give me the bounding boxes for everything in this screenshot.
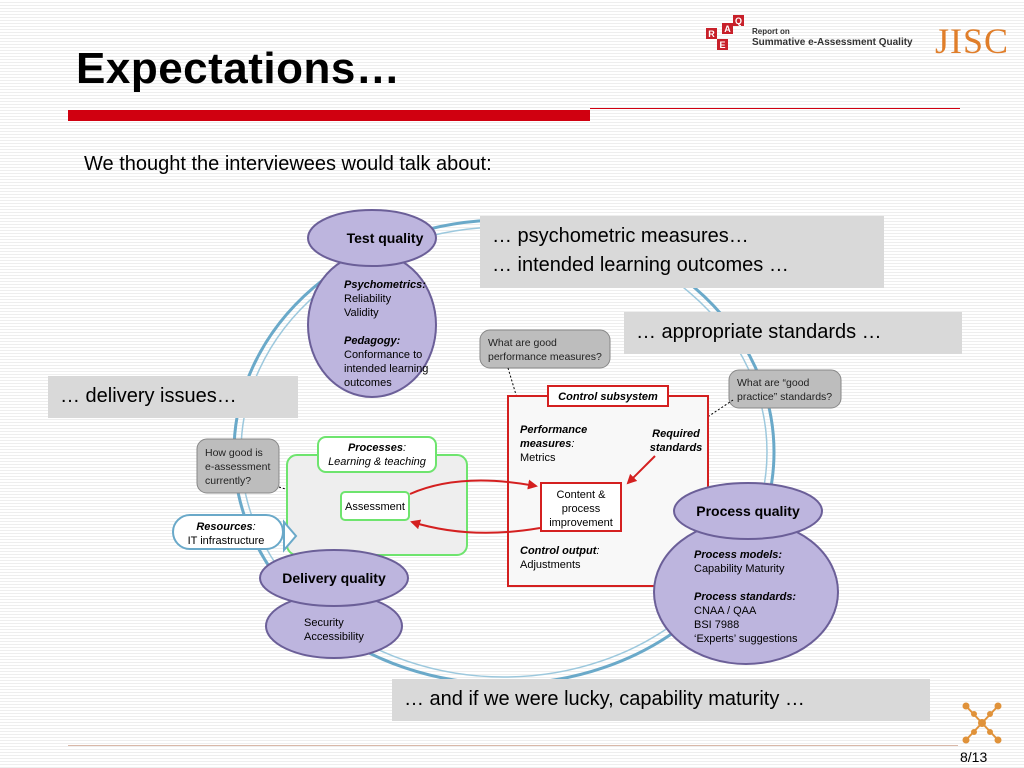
content-improvement-line-3: improvement (549, 517, 613, 529)
content-improvement-line-1: Content & (557, 489, 607, 501)
slide-title: Expectations… (76, 44, 401, 93)
capability-maturity-label: Capability Maturity (694, 563, 785, 575)
required-standards-arrow (626, 455, 656, 485)
performance-measures-line-1: Performance (520, 424, 587, 436)
bsi-7988-label: BSI 7988 (694, 619, 739, 631)
logo-letter-r: R (708, 29, 715, 39)
delivery-quality-node (259, 549, 409, 607)
resources-pill (172, 514, 284, 550)
logo-letter-e: E (719, 40, 725, 50)
reliability-label: Reliability (344, 293, 392, 305)
required-standards-line-2: standards (650, 442, 703, 454)
control-output-colon: : (596, 545, 599, 557)
test-quality-node (307, 209, 437, 267)
jisc-logo: JISC (935, 21, 1010, 61)
resources-heading: Resources: (196, 521, 255, 533)
question-standards-line-1: What are “good (737, 377, 810, 389)
assessment-box (340, 491, 410, 521)
reaq-logo: R E A Q Report on Summative e-Assessment… (700, 14, 930, 54)
question-performance-bubble (479, 329, 611, 369)
required-standards-line-1: Required (652, 428, 700, 440)
performance-measures-line-2: measures: (520, 438, 574, 450)
assessment-label: Assessment (345, 501, 405, 513)
logo-letter-q: Q (735, 16, 742, 26)
test-quality-body (307, 252, 437, 398)
slide-subtitle: We thought the interviewees would talk a… (84, 153, 492, 175)
content-improvement-box (540, 482, 622, 532)
question-current-line-1: How good is (205, 447, 263, 459)
title-underline (68, 110, 590, 121)
page-number: 8/13 (960, 749, 988, 765)
pedagogy-heading: Pedagogy: (344, 335, 401, 347)
performance-measures-colon: : (571, 438, 574, 450)
callout-psychometric: … psychometric measures… … intended lear… (480, 216, 884, 288)
resources-arrow-icon (283, 519, 298, 553)
resources-word: Resources (196, 521, 252, 533)
process-models-heading: Process models: (694, 549, 782, 561)
question-performance-line-1: What are good (488, 337, 557, 349)
network-star-icon (962, 702, 1002, 744)
question-standards-line-2: practice” standards? (737, 391, 832, 403)
report-line-2: Summative e-Assessment Quality (752, 37, 913, 48)
question-performance-line-2: performance measures? (488, 351, 602, 363)
callout-delivery: … delivery issues… (48, 376, 298, 418)
callout-psychometric-line-1: … psychometric measures… (492, 225, 749, 247)
process-quality-node (673, 482, 823, 540)
callout-psychometric-line-2: … intended learning outcomes … (492, 254, 789, 276)
processes-heading: Processes: (348, 442, 406, 454)
question-current-bubble (196, 438, 280, 494)
security-label: Security (304, 617, 344, 629)
processes-label-box (317, 436, 437, 473)
cnaa-qaa-label: CNAA / QAA (694, 605, 757, 617)
title-thin-rule (590, 108, 960, 109)
pedagogy-line-3: outcomes (344, 377, 392, 389)
adjustments-label: Adjustments (520, 559, 581, 571)
pedagogy-line-2: intended learning (344, 363, 428, 375)
content-improvement-line-2: process (562, 503, 601, 515)
experts-suggestions-label: ‘Experts’ suggestions (694, 633, 798, 645)
control-subsystem-tab (547, 385, 669, 407)
control-output-word: Control output (520, 545, 598, 557)
footer-rule (68, 745, 958, 746)
report-line-1: Report on (752, 27, 790, 36)
accessibility-label: Accessibility (304, 631, 364, 643)
process-standards-heading: Process standards: (694, 591, 796, 603)
performance-dotted-arrow (507, 367, 526, 420)
report-title: Report on Summative e-Assessment Quality (752, 26, 913, 48)
resources-colon: : (253, 521, 256, 533)
delivery-quality-title: Delivery quality (282, 570, 386, 586)
assessment-to-control-arrow (409, 479, 538, 495)
control-to-assessment-arrow (410, 519, 541, 534)
process-quality-title: Process quality (696, 503, 800, 519)
question-standards-bubble (728, 369, 842, 409)
psychometrics-heading: Psychometrics: (344, 279, 426, 291)
logo-letter-a: A (724, 24, 731, 34)
test-quality-title: Test quality (347, 230, 424, 246)
validity-label: Validity (344, 307, 379, 319)
pedagogy-line-1: Conformance to (344, 349, 422, 361)
control-output-heading: Control output: (520, 545, 599, 557)
question-current-line-2: e-assessment (205, 461, 270, 473)
callout-standards: … appropriate standards … (624, 312, 962, 354)
performance-measures-word: measures (520, 438, 571, 450)
processes-word: Processes (348, 442, 403, 454)
control-subsystem-title: Control subsystem (558, 391, 658, 403)
question-current-line-3: currently? (205, 475, 251, 487)
callout-capability: … and if we were lucky, capability matur… (392, 679, 930, 721)
metrics-label: Metrics (520, 452, 556, 464)
processes-colon: : (403, 442, 406, 454)
learning-teaching-label: Learning & teaching (328, 456, 427, 468)
it-infrastructure-label: IT infrastructure (188, 535, 265, 547)
reaq-letters-icon: R E A Q (706, 15, 744, 50)
